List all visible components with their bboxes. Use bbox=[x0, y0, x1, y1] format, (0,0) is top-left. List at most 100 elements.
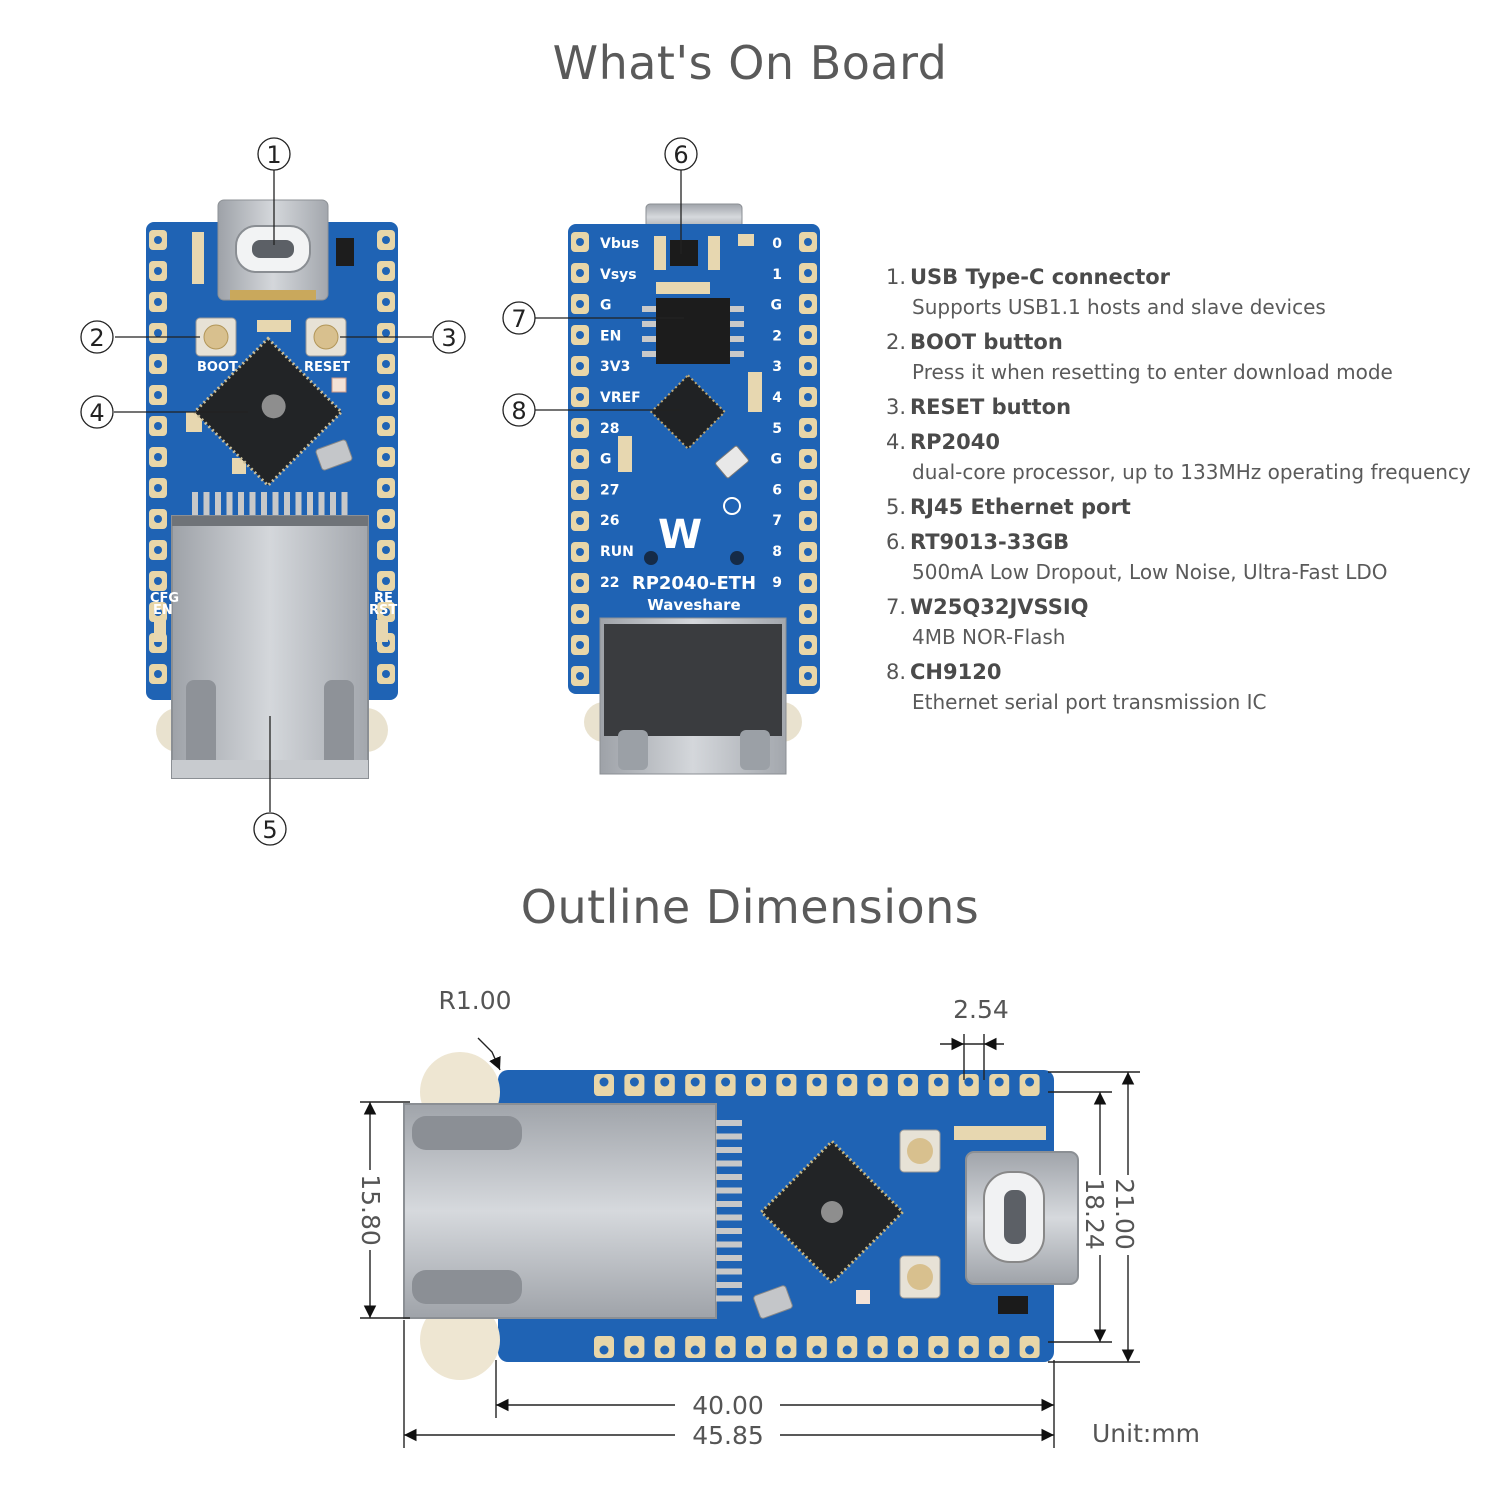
led bbox=[331, 377, 347, 393]
pad-hole bbox=[751, 1077, 761, 1087]
legend-number: 4. bbox=[886, 430, 907, 454]
component-legend: 1.USB Type-C connector Supports USB1.1 h… bbox=[886, 262, 1486, 722]
pad-hole bbox=[629, 1077, 639, 1087]
pin-label: 4 bbox=[772, 390, 782, 406]
crystal bbox=[315, 439, 353, 471]
pad-hole bbox=[382, 515, 390, 523]
legend-desc: Press it when resetting to enter downloa… bbox=[912, 360, 1393, 384]
pad-hole bbox=[660, 1345, 670, 1355]
pad-hole bbox=[154, 236, 162, 244]
pin-label: Vsys bbox=[600, 267, 637, 283]
rj45-pin bbox=[284, 492, 290, 516]
rj45-pin bbox=[716, 1214, 742, 1221]
pad-hole bbox=[576, 393, 584, 401]
pin-label: G bbox=[771, 298, 783, 314]
legend-number: 5. bbox=[886, 495, 907, 519]
pad-hole bbox=[804, 238, 812, 246]
pad-hole bbox=[903, 1345, 913, 1355]
rj45-pin bbox=[341, 492, 348, 516]
callout-1: 1 bbox=[266, 141, 281, 169]
pcb-back bbox=[568, 224, 820, 694]
board-model-label: RP2040-ETH bbox=[632, 573, 756, 594]
rj45-pin bbox=[716, 1241, 742, 1248]
pad-hole bbox=[576, 424, 584, 432]
rst-jumper bbox=[376, 620, 388, 642]
pad-hole bbox=[154, 577, 162, 585]
pad-hole bbox=[964, 1345, 974, 1355]
rj45-pin bbox=[307, 492, 313, 516]
pad-hole bbox=[804, 424, 812, 432]
pin-label: 28 bbox=[600, 421, 619, 437]
rj45-pin bbox=[318, 492, 325, 516]
pad-hole bbox=[804, 579, 812, 587]
mount-hole bbox=[730, 551, 744, 565]
pad-hole bbox=[382, 453, 390, 461]
pad-hole bbox=[804, 455, 812, 463]
callout-7: 7 bbox=[511, 305, 526, 333]
reset-button[interactable] bbox=[305, 317, 347, 357]
pin-label: 3V3 bbox=[600, 359, 630, 375]
pad-hole bbox=[154, 391, 162, 399]
pin-label: G bbox=[600, 298, 612, 314]
pin-label: 8 bbox=[772, 544, 782, 560]
pin-label: 3 bbox=[772, 359, 782, 375]
pad-hole bbox=[599, 1077, 609, 1087]
legend-item-flash: 7.W25Q32JVSSIQ 4MB NOR-Flash bbox=[886, 592, 1486, 652]
pad-hole bbox=[382, 360, 390, 368]
boot-button[interactable] bbox=[195, 317, 237, 357]
legend-number: 3. bbox=[886, 395, 907, 419]
legend-item-usb: 1.USB Type-C connector Supports USB1.1 h… bbox=[886, 262, 1486, 322]
pin-label: RUN bbox=[600, 544, 634, 560]
pad-hole bbox=[994, 1077, 1004, 1087]
pad-hole bbox=[576, 610, 584, 618]
pad-hole bbox=[804, 610, 812, 618]
legend-desc: Supports USB1.1 hosts and slave devices bbox=[912, 295, 1326, 319]
pad-hole bbox=[781, 1077, 791, 1087]
section-title-on-board: What's On Board bbox=[552, 36, 948, 90]
cfg-silk-label: CFG bbox=[150, 591, 179, 606]
cfg-jumper bbox=[154, 620, 166, 642]
flash-chip bbox=[642, 298, 744, 364]
legend-number: 7. bbox=[886, 595, 907, 619]
legend-name: USB Type-C connector bbox=[910, 265, 1171, 289]
callout-circles bbox=[80, 137, 698, 846]
legend-desc: dual-core processor, up to 133MHz operat… bbox=[912, 460, 1471, 484]
raspberry-logo-icon bbox=[261, 394, 286, 419]
back-crystal bbox=[715, 445, 749, 479]
pad-hole bbox=[933, 1345, 943, 1355]
pad-hole bbox=[812, 1345, 822, 1355]
legend-number: 6. bbox=[886, 530, 907, 554]
height-inner-label: 18.24 bbox=[1080, 1178, 1109, 1250]
rj45-pin bbox=[716, 1268, 742, 1275]
pad-hole bbox=[576, 362, 584, 370]
pad-hole bbox=[576, 672, 584, 680]
ic-pin bbox=[642, 351, 656, 357]
rj45-pin bbox=[272, 492, 279, 516]
pad-hole bbox=[804, 517, 812, 525]
legend-name: W25Q32JVSSIQ bbox=[910, 595, 1089, 619]
legend-item-reset: 3.RESET button bbox=[886, 392, 1486, 422]
pad-hole bbox=[154, 329, 162, 337]
reset-button-dim bbox=[899, 1255, 941, 1299]
pad-hole bbox=[576, 300, 584, 308]
dim-top-pads bbox=[594, 1074, 1040, 1096]
legend-name: RESET button bbox=[910, 395, 1072, 419]
callout-4: 4 bbox=[89, 399, 104, 427]
dim-bottom-pads bbox=[594, 1336, 1040, 1358]
pad-hole bbox=[576, 486, 584, 494]
pad-hole bbox=[690, 1345, 700, 1355]
pad-hole bbox=[382, 267, 390, 275]
pad-hole bbox=[382, 577, 390, 585]
unit-label: Unit:mm bbox=[1092, 1419, 1201, 1448]
usb-c-dimension-view bbox=[965, 1151, 1079, 1285]
pad-hole bbox=[382, 391, 390, 399]
pad-hole bbox=[873, 1077, 883, 1087]
back-callout-lines bbox=[535, 170, 684, 411]
rj45-pin bbox=[716, 1187, 742, 1194]
pad-hole bbox=[382, 422, 390, 430]
front-callout-lines bbox=[114, 170, 432, 812]
pad-hole bbox=[154, 608, 162, 616]
rj45-pins bbox=[192, 492, 348, 516]
